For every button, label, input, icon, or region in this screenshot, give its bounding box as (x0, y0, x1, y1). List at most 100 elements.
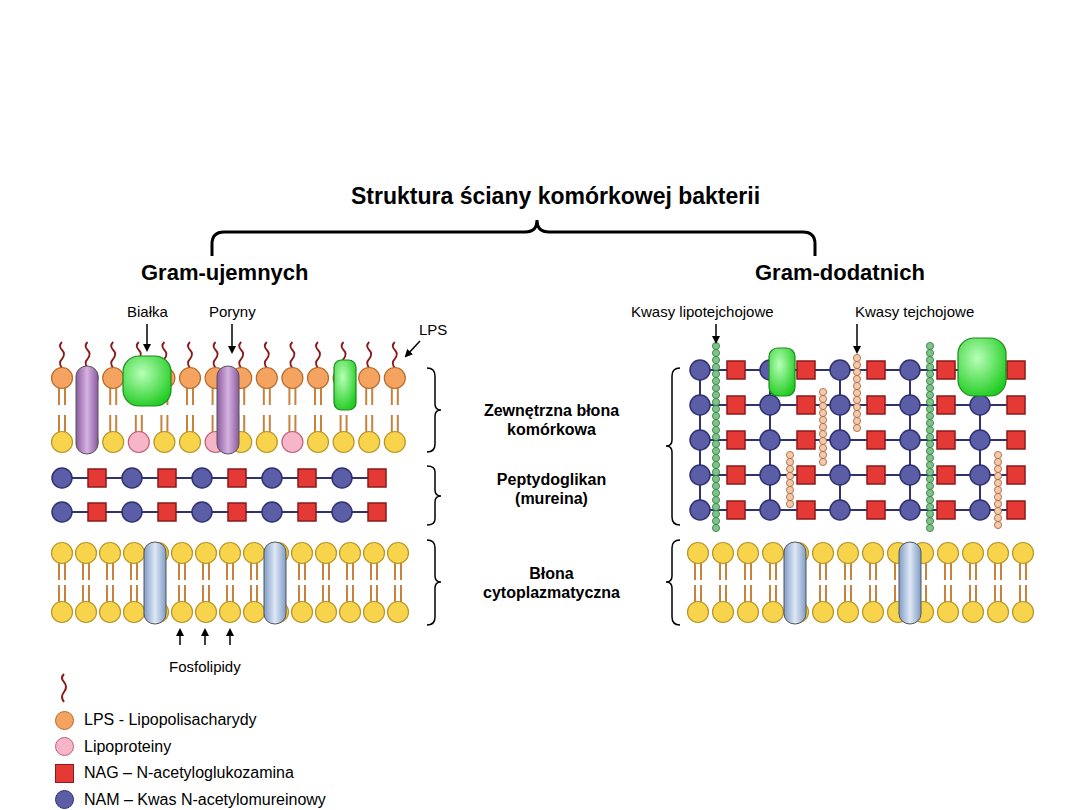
lipid-tail (186, 388, 188, 405)
nag-unit (1007, 396, 1025, 414)
phospholipid-head (220, 543, 241, 564)
lipoteichoic-acid (926, 447, 933, 454)
lipid-tail (298, 563, 300, 580)
group-heading: Gram-ujemnych (141, 260, 309, 286)
lps-head (384, 368, 405, 389)
phospholipid-head (124, 602, 145, 623)
lipoteichoic-acid (926, 349, 933, 356)
lipoteichoic-acid (926, 461, 933, 468)
lipoteichoic-acid (712, 440, 719, 447)
legend-swatch (55, 790, 74, 809)
lipid-tail (750, 585, 752, 602)
lipid-tail (391, 388, 393, 405)
nag-unit (727, 396, 745, 414)
lipid-tail (304, 585, 306, 602)
teichoic-acid (853, 354, 860, 361)
lipid-tail (263, 415, 265, 432)
phospholipid-head (838, 602, 859, 623)
lipid-tail (694, 563, 696, 580)
lps-head (103, 368, 124, 389)
teichoic-acid (819, 409, 826, 416)
nam-unit (760, 430, 780, 450)
lipid-tail (106, 585, 108, 602)
phospholipid-head (100, 543, 121, 564)
lipid-tail (975, 585, 977, 602)
nam-unit (830, 430, 850, 450)
lipoteichoic-acid (712, 391, 719, 398)
phospholipid-head (333, 432, 354, 453)
teichoic-acid (786, 486, 793, 493)
lipid-tail (314, 415, 316, 432)
phospholipid-head (963, 602, 984, 623)
lipid-tail (370, 563, 372, 580)
lipid-tail (1000, 563, 1002, 580)
lipid-tail (58, 563, 60, 580)
lps-chain (367, 342, 371, 368)
lipid-tail (141, 415, 143, 432)
lipid-tail (352, 585, 354, 602)
nag-unit (867, 396, 885, 414)
lps-head (359, 368, 380, 389)
lipoteichoic-acid (712, 510, 719, 517)
lipid-tail (178, 585, 180, 602)
legend-swatch (55, 737, 74, 756)
lipid-tail (269, 388, 271, 405)
lipid-tail (994, 563, 996, 580)
protein (334, 360, 356, 410)
lipoteichoic-acid (712, 412, 719, 419)
lipid-tail (969, 585, 971, 602)
lipid-tail (250, 563, 252, 580)
nam-unit (760, 395, 780, 415)
lipoteichoic-acid (926, 419, 933, 426)
porin (76, 366, 98, 454)
lipoteichoic-acid (926, 426, 933, 433)
lps-chain (60, 342, 64, 368)
phospholipid-head (256, 432, 277, 453)
nam-unit (970, 500, 990, 520)
lipid-tail (320, 388, 322, 405)
lipid-tail (744, 585, 746, 602)
lipid-tail (112, 585, 114, 602)
lipid-tail (894, 563, 896, 580)
phospholipid-head (52, 543, 73, 564)
phospholipid-head (292, 602, 313, 623)
part-label: Poryny (209, 303, 256, 321)
lipid-tail (1000, 585, 1002, 602)
lipid-tail (400, 563, 402, 580)
teichoic-acid (786, 500, 793, 507)
lipid-tail (397, 388, 399, 405)
teichoic-acid (786, 472, 793, 479)
lipid-tail (202, 563, 204, 580)
nam-unit (830, 360, 850, 380)
lipid-tail (178, 563, 180, 580)
nag-unit (797, 396, 815, 414)
nag-unit (867, 466, 885, 484)
lipid-tail (64, 415, 66, 432)
lipoteichoic-acid (712, 454, 719, 461)
nag-unit (727, 431, 745, 449)
nag-unit (937, 466, 955, 484)
lipid-tail (371, 415, 373, 432)
lipid-tail (750, 563, 752, 580)
teichoic-acid (819, 416, 826, 423)
lipid-tail (184, 585, 186, 602)
lipid-tail (192, 388, 194, 405)
phospholipid-head (813, 543, 834, 564)
phospholipid-head (154, 432, 175, 453)
nam-unit (970, 465, 990, 485)
lipid-tail (969, 563, 971, 580)
lipid-tail (775, 585, 777, 602)
lipid-tail (112, 563, 114, 580)
phospholipid-head (1013, 543, 1034, 564)
lipid-tail (844, 585, 846, 602)
lipid-tail (370, 585, 372, 602)
lipid-tail (875, 563, 877, 580)
lipid-tail (232, 585, 234, 602)
nag-unit (797, 466, 815, 484)
lipoteichoic-acid (712, 370, 719, 377)
lps-head (52, 368, 73, 389)
teichoic-acid (994, 507, 1001, 514)
lipoteichoic-acid (926, 405, 933, 412)
lipid-tail (328, 563, 330, 580)
lipid-tail (875, 585, 877, 602)
